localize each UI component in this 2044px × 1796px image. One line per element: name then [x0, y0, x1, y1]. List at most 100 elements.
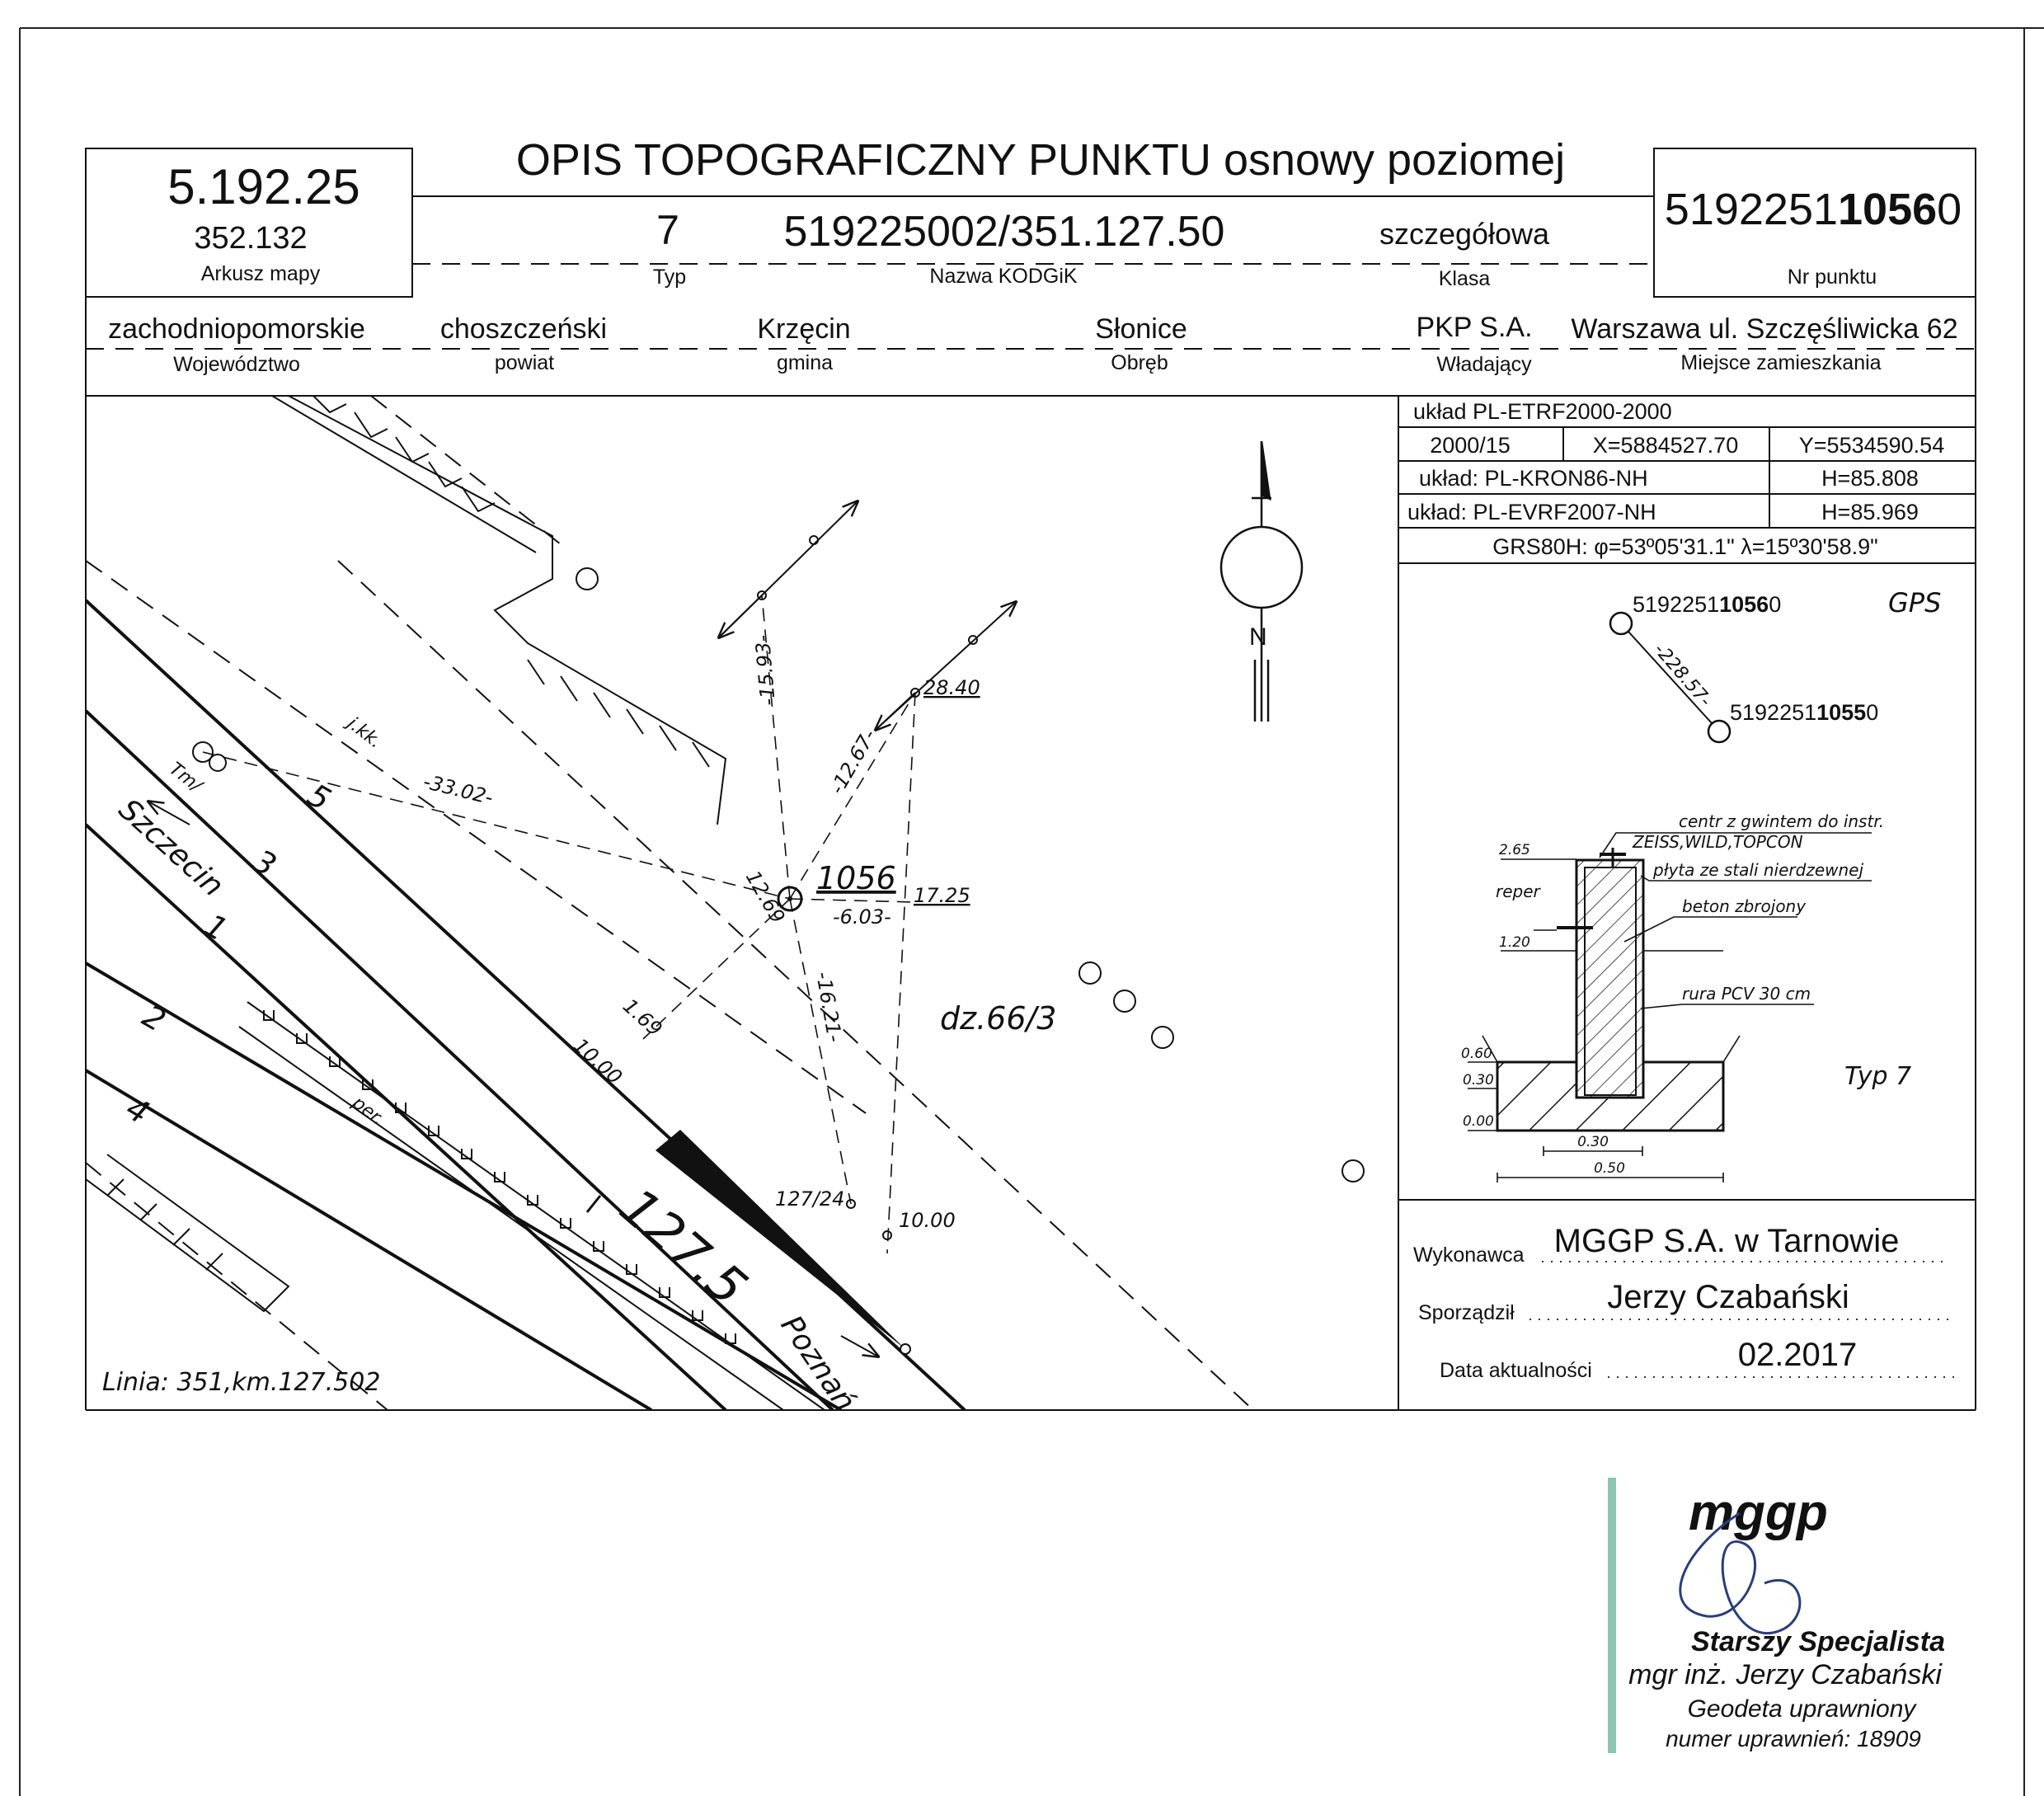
centre-label-line1: centr z gwintem do instr.: [1679, 811, 1884, 831]
performer-box: Wykonawca MGGP S.A. w Tarnowie Sporządzi…: [1398, 1199, 1976, 1382]
direction-poznan: Poznań: [774, 1309, 862, 1418]
gps-sketch: 519225110560 519225110550 -228.57- GPS: [1609, 587, 1941, 744]
voivodeship-value: zachodniopomorskie: [108, 313, 365, 345]
construction-diagram: centr z gwintem do instr. ZEISS,WILD,TOP…: [1461, 811, 1911, 1182]
pillar-pipe: [1584, 867, 1637, 1096]
gps-point-a-bold: 1056: [1719, 592, 1769, 617]
map-sheet-sub-number: 352.132: [194, 221, 307, 256]
map-sketch: N 1056 dz.66/3 Linia: 351,km.127.502 127…: [86, 396, 1365, 1418]
measure-1-69: 1.69: [618, 994, 666, 1041]
gps-point-a-prefix: 5192251: [1633, 592, 1719, 617]
parcel-label: dz.66/3: [940, 1000, 1056, 1037]
x-coordinate: X=5884527.70: [1593, 433, 1738, 458]
plate-label: płyta ze stali nierdzewnej: [1652, 860, 1863, 880]
coordinate-table: układ PL-ETRF2000-2000 2000/15 X=5884527…: [1398, 399, 1976, 564]
gps-point-a-suffix: 0: [1769, 592, 1781, 617]
point-number-suffix: 0: [1937, 185, 1962, 234]
platform: [238, 1001, 825, 1410]
height2-value: H=85.969: [1821, 500, 1919, 524]
surveyor-stamp: mggp Starszy Specjalista mgr inż. Jerzy …: [1608, 1478, 1945, 1753]
residence-value: Warszawa ul. Szczęśliwicka 62: [1571, 313, 1957, 345]
type-label: Typ: [653, 266, 686, 289]
point-number-bold: 1056: [1838, 185, 1937, 234]
measure-127-24: 127/24: [775, 1187, 844, 1211]
dim-width-030: 0.30: [1577, 1134, 1609, 1150]
track-5-label: 5: [302, 777, 337, 818]
map-sheet-label: Arkusz mapy: [201, 262, 321, 285]
commune-label: gmina: [777, 351, 833, 374]
stamp-line3: Geodeta uprawniony: [1688, 1695, 1918, 1723]
precinct-value: Słonice: [1095, 313, 1187, 345]
measure-28-40: 28.40: [923, 676, 980, 699]
contractor-label: Wykonawca: [1413, 1244, 1525, 1267]
measure-33-02: -33.02-: [421, 770, 496, 810]
dim-width-050: 0.50: [1594, 1160, 1625, 1177]
zone-value: 2000/15: [1430, 433, 1511, 458]
measure-10-00-b: 10.00: [899, 1209, 956, 1232]
reper-label: reper: [1496, 882, 1542, 901]
location-row: zachodniopomorskie Województwo choszczeń…: [85, 297, 1976, 397]
gps-point-b-bold: 1055: [1816, 700, 1866, 725]
building-outlines-bottom: [86, 1154, 290, 1313]
header: OPIS TOPOGRAFICZNY PUNKTU osnowy poziome…: [85, 135, 1976, 298]
track-3-label: 3: [247, 843, 283, 884]
point-label: 1056: [816, 860, 896, 896]
system3-label: układ: PL-EVRF2007-NH: [1407, 500, 1656, 524]
stamp-logo-text: mggp: [1689, 1484, 1828, 1541]
track-2-label: 2: [137, 998, 172, 1039]
tree-symbols: [192, 567, 1365, 1182]
construction-type-label: Typ 7: [1844, 1062, 1911, 1091]
dashed-boundaries: [86, 396, 1254, 1410]
concrete-label: beton zbrojony: [1682, 896, 1807, 916]
point-number-box: [1653, 148, 1976, 298]
gps-point-b-prefix: 5192251: [1730, 700, 1816, 725]
gps-point-a-number: 519225110560: [1633, 592, 1781, 617]
dim-000: 0.00: [1463, 1113, 1494, 1130]
stamp-line4: numer uprawnień: 18909: [1666, 1726, 1921, 1751]
track-1-label: 1: [199, 907, 234, 948]
centre-label-line2: ZEISS,WILD,TOPCON: [1632, 832, 1803, 852]
stamp-left-bar: [1608, 1478, 1616, 1753]
precinct-label: Obręb: [1111, 351, 1168, 374]
measure-12-67: -12.67-: [825, 725, 881, 798]
page-frame: [19, 27, 2044, 1796]
north-letter: N: [1249, 623, 1267, 651]
date-value: 02.2017: [1738, 1337, 1858, 1373]
gps-point-a-symbol: [1609, 611, 1633, 636]
voivodeship-label: Województwo: [173, 353, 300, 376]
control-point-symbol: [777, 886, 803, 912]
direction-szczecin: Szczecin: [112, 792, 230, 903]
stamp-line1: Starszy Specjalista: [1691, 1626, 1945, 1657]
direction-arrows: [148, 501, 1016, 1356]
building-outlines-top: [271, 396, 727, 825]
pillar-hatch: [1575, 858, 1645, 1099]
county-label: powiat: [495, 351, 554, 374]
dim-030: 0.30: [1463, 1072, 1494, 1088]
measure-12-69: 12.69: [741, 867, 790, 928]
y-coordinate: Y=5534590.54: [1799, 433, 1944, 458]
prepared-by-value: Jerzy Czabański: [1607, 1279, 1849, 1315]
height1-value: H=85.808: [1821, 466, 1919, 491]
grs80-coordinates: GRS80H: φ=53º05'31.1" λ=15º30'58.9": [1492, 534, 1878, 559]
north-arrow: [1219, 440, 1304, 722]
kodgik-value: 519225002/351.127.50: [784, 208, 1225, 256]
measure-17-25: 17.25: [914, 884, 970, 907]
date-label: Data aktualności: [1440, 1359, 1592, 1382]
sheet-title: OPIS TOPOGRAFICZNY PUNKTU osnowy poziome…: [516, 135, 1565, 185]
gps-label: GPS: [1888, 587, 1941, 618]
gps-point-b-suffix: 0: [1866, 700, 1878, 725]
stamp-line2: mgr inż. Jerzy Czabański: [1628, 1659, 1943, 1690]
measure-15-93: -15.93-: [751, 634, 780, 707]
class-label: Klasa: [1439, 267, 1491, 290]
handwritten-signature: [1679, 1512, 1802, 1634]
line-info-label: Linia: 351,km.127.502: [102, 1368, 380, 1397]
type-value: 7: [656, 207, 679, 253]
measure-6-03: -6.03-: [833, 905, 891, 929]
class-value: szczegółowa: [1379, 217, 1550, 251]
point-number-prefix: 5192251: [1665, 185, 1838, 234]
measure-10-00-a: 10.00: [569, 1034, 627, 1089]
dim-265: 2.65: [1499, 842, 1530, 858]
main-frame: [85, 396, 1976, 1411]
stamp-logo: mggp: [1689, 1484, 1828, 1541]
